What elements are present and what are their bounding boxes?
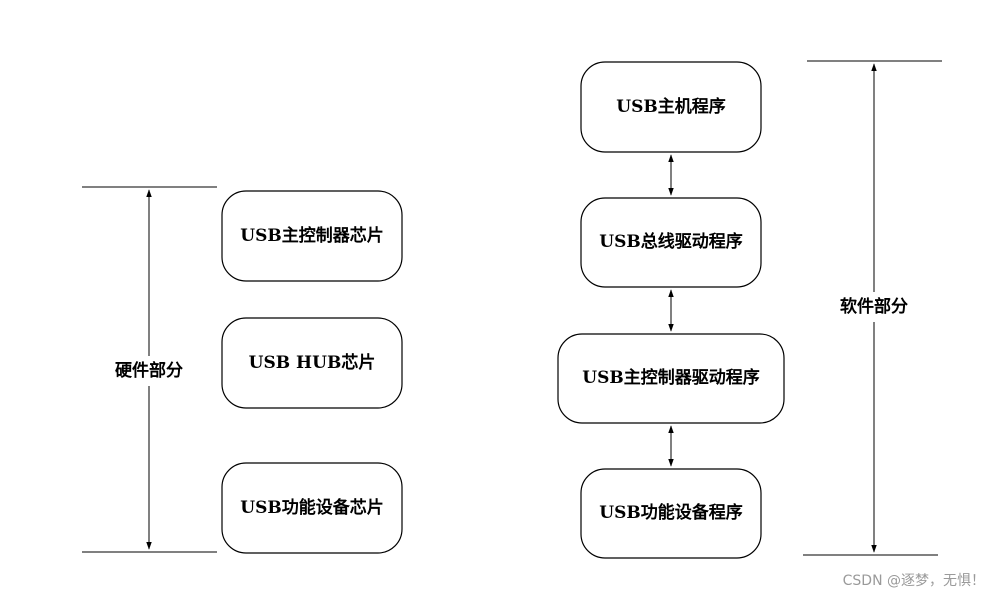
usb-bus-driver-box: USB总线驱动程序 bbox=[580, 197, 762, 288]
usb-host-controller-driver-box: USB主控制器驱动程序 bbox=[557, 333, 785, 424]
usb-host-controller-driver-label: USB主控制器驱动程序 bbox=[582, 367, 759, 388]
hardware-label-backdrop bbox=[106, 356, 192, 386]
csdn-watermark: CSDN @逐梦，无惧！ bbox=[843, 573, 985, 589]
usb-function-device-program-label: USB功能设备程序 bbox=[599, 502, 742, 523]
usb-hub-chip-label: USB HUB芯片 bbox=[249, 352, 376, 373]
usb-host-controller-chip-box: USB主控制器芯片 bbox=[221, 190, 403, 282]
usb-host-program-box: USB主机程序 bbox=[580, 61, 762, 153]
software-label: 软件部分 bbox=[840, 296, 908, 317]
hardware-label: 硬件部分 bbox=[115, 360, 183, 381]
usb-function-device-chip-label: USB功能设备芯片 bbox=[240, 497, 383, 518]
usb-function-device-chip-box: USB功能设备芯片 bbox=[221, 462, 403, 554]
software-label-backdrop bbox=[831, 292, 917, 322]
usb-host-program-label: USB主机程序 bbox=[616, 96, 725, 117]
hardware-section: 硬件部分 USB主控制器芯片 USB HUB芯片 USB功能设备芯片 bbox=[82, 186, 403, 554]
software-section: USB主机程序 USB总线驱动程序 USB主控制器驱动程序 USB功能设备程序 … bbox=[557, 60, 942, 559]
usb-bus-driver-label: USB总线驱动程序 bbox=[599, 231, 742, 252]
usb-function-device-program-box: USB功能设备程序 bbox=[580, 468, 762, 559]
usb-host-controller-chip-label: USB主控制器芯片 bbox=[240, 225, 383, 246]
usb-hub-chip-box: USB HUB芯片 bbox=[221, 317, 403, 409]
